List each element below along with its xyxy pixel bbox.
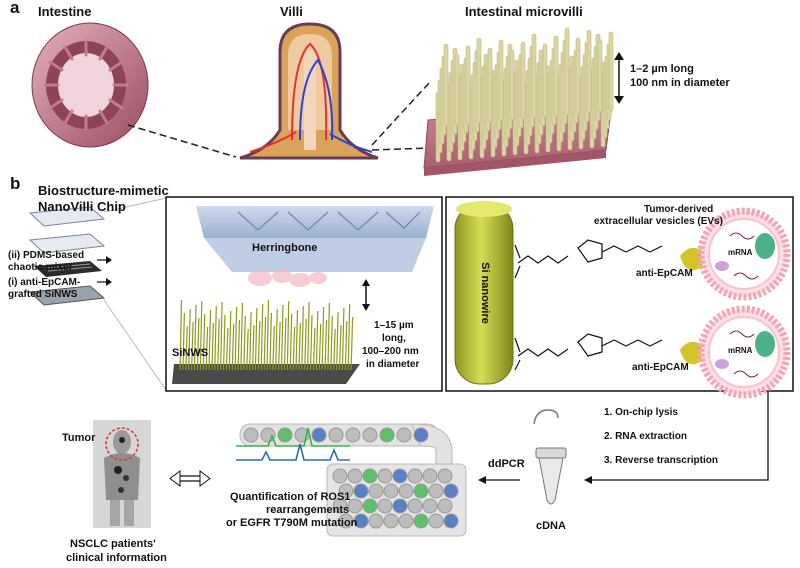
ev-vesicle-bottom: [697, 305, 791, 399]
panel-a-letter: a: [10, 0, 20, 17]
mrna-label-top: mRNA: [728, 248, 753, 257]
microvilli-illustration: [423, 27, 614, 176]
tumor-label: Tumor: [62, 432, 96, 444]
step-3: 3. Reverse transcription: [604, 455, 718, 466]
cdna-label: cDNA: [536, 520, 566, 532]
quant-line1: Quantification of ROS1: [230, 491, 351, 503]
layer-ii-line1: (ii) PDMS-based: [8, 250, 85, 261]
anti-epcam-label-top: anti-EpCAM: [636, 268, 693, 279]
chip-exploded-stack: [28, 206, 106, 306]
ddpcr-label: ddPCR: [488, 458, 525, 470]
layer-i-line1: (i) anti-EpCAM-: [8, 277, 81, 288]
droplet-channel: [239, 423, 467, 537]
microvilli-length: 1–2 µm long: [630, 63, 694, 75]
cdna-tube-icon: [533, 409, 567, 505]
nanowire-dims-3: 100–200 nm: [362, 346, 419, 357]
microvilli-length-arrow: [614, 52, 624, 104]
ev-capture-box: [445, 196, 794, 399]
anti-epcam-label-bottom: anti-EpCAM: [632, 362, 689, 373]
layer-ii-line2: chaotic mixer: [8, 262, 73, 273]
clinical-line1: NSCLC patients': [70, 538, 156, 550]
panel-b-letter: b: [10, 174, 21, 193]
workflow-arrows: [484, 392, 769, 481]
nanowire-dims-2: long,: [382, 333, 406, 344]
villus-illustration: [239, 22, 379, 160]
chip-zoom-box: [165, 196, 443, 392]
microvilli-label: Intestinal microvilli: [465, 4, 583, 19]
layer-i-line2: grafted SiNWS: [8, 289, 78, 300]
chip-title-line1: Biostructure-mimetic: [38, 183, 169, 198]
chip-title-line2: NanoVilli Chip: [38, 199, 126, 214]
microvilli-diameter: 100 nm in diameter: [630, 77, 730, 89]
si-nanowire-label: Si nanowire: [479, 262, 491, 324]
sinws-label: SiNWS: [172, 347, 209, 359]
ev-label-line2: extracellular vesicles (EVs): [594, 216, 723, 227]
villi-label: Villi: [280, 4, 303, 19]
step-1: 1. On-chip lysis: [604, 407, 678, 418]
ddpcr-traces: [236, 427, 350, 461]
clinical-line2: clinical information: [66, 552, 167, 564]
step-2: 2. RNA extraction: [604, 431, 687, 442]
quant-line2: rearrangements: [266, 504, 350, 516]
ev-vesicle-top: [697, 207, 791, 301]
quant-line3: or EGFR T790M mutation: [226, 517, 358, 529]
intestine-label: Intestine: [38, 4, 92, 19]
ev-label-line1: Tumor-derived: [644, 204, 714, 215]
herringbone-label: Herringbone: [252, 242, 318, 254]
mrna-label-bottom: mRNA: [728, 346, 753, 355]
intestine-illustration: [31, 22, 149, 148]
nanowire-dims-1: 1–15 µm: [374, 320, 414, 331]
pet-scan-image: [93, 420, 151, 528]
double-arrow-icon: [169, 470, 211, 487]
nanowire-dims-4: in diameter: [366, 359, 420, 370]
